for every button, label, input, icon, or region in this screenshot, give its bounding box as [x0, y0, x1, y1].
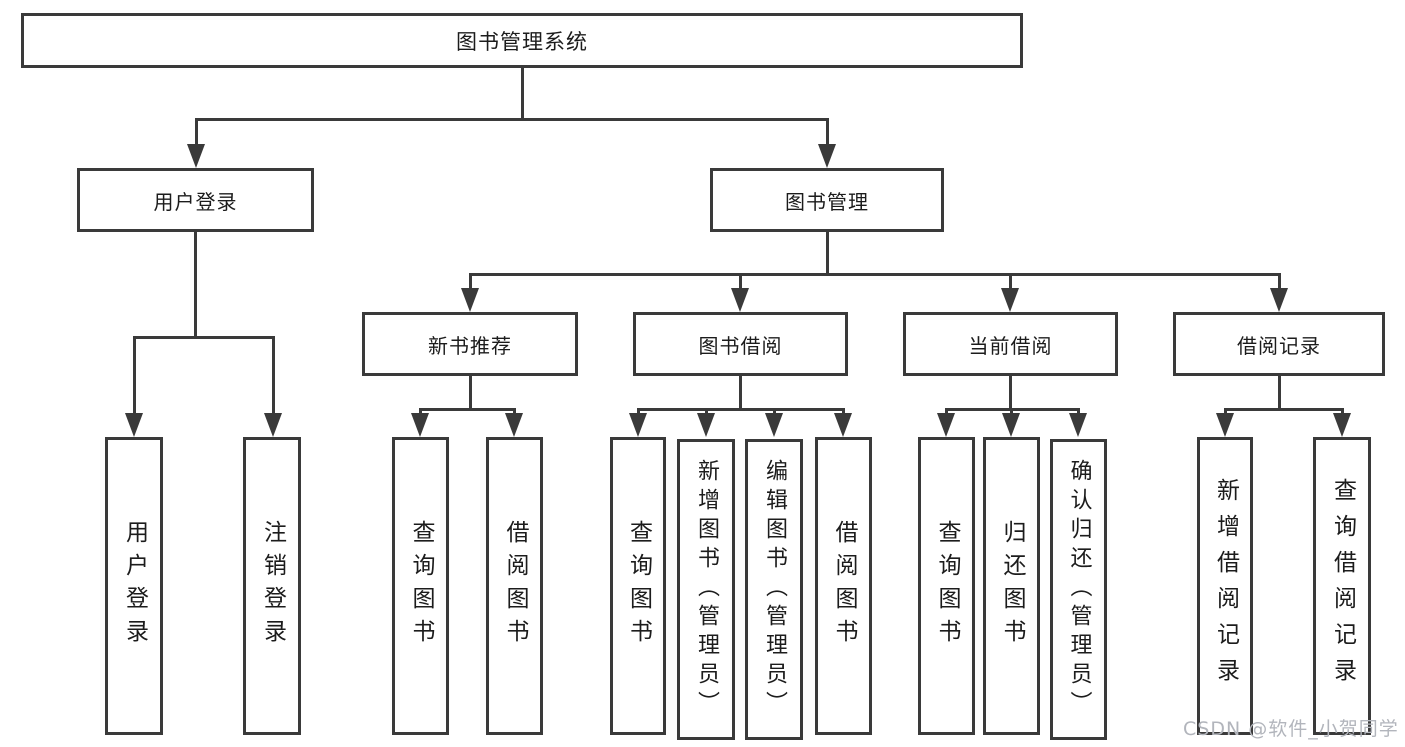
connector-line: [738, 376, 742, 411]
node-library-management-system: 图书管理系统: [21, 13, 1023, 68]
csdn-watermark: CSDN @软件_小贺同学: [1183, 718, 1399, 740]
connector-line: [1277, 273, 1281, 291]
leaf-borrow-books: 借阅图书: [486, 437, 543, 735]
leaf-label: 注销登录: [259, 520, 286, 652]
arrow-down-icon: [834, 413, 852, 437]
connector-line: [418, 408, 422, 417]
node-current-borrowing: 当前借阅: [903, 312, 1118, 376]
node-label: 图书借阅: [698, 333, 783, 358]
node-book-borrowing: 图书借阅: [633, 312, 848, 376]
connector-line: [468, 376, 472, 411]
leaf-label: 用户登录: [121, 520, 148, 652]
leaf-search-borrow-record: 查询借阅记录: [1313, 437, 1371, 735]
connector-line: [418, 408, 516, 411]
connector-line: [512, 408, 516, 417]
node-label: 图书管理: [785, 189, 869, 214]
arrow-down-icon: [125, 413, 143, 437]
leaf-label: 确认归还（管理员）: [1066, 459, 1092, 720]
connector-line: [944, 408, 948, 417]
leaf-search-books: 查询图书: [392, 437, 449, 735]
connector-line: [738, 273, 742, 291]
leaf-logout: 注销登录: [243, 437, 301, 735]
arrow-down-icon: [1270, 288, 1288, 312]
connector-line: [1223, 408, 1227, 417]
arrow-down-icon: [697, 413, 715, 437]
connector-line: [1009, 408, 1013, 417]
leaf-label: 新增图书（管理员）: [694, 459, 719, 720]
node-book-management: 图书管理: [710, 168, 944, 232]
node-new-book-recommendation: 新书推荐: [362, 312, 578, 376]
connector-line: [1277, 376, 1281, 411]
node-label: 图书管理系统: [456, 29, 588, 54]
arrow-down-icon: [187, 144, 205, 168]
connector-line: [468, 273, 1281, 276]
node-label: 用户登录: [153, 189, 238, 214]
arrow-down-icon: [1069, 413, 1087, 437]
arrow-down-icon: [1001, 288, 1019, 312]
arrow-down-icon: [1002, 413, 1020, 437]
leaf-user-login: 用户登录: [105, 437, 163, 735]
arrow-down-icon: [818, 144, 836, 168]
leaf-edit-book-admin: 编辑图书（管理员）: [745, 439, 803, 740]
connector-line: [772, 408, 776, 417]
leaf-label: 查询图书: [934, 520, 960, 652]
leaf-label: 归还图书: [999, 520, 1025, 652]
connector-line: [1076, 408, 1080, 417]
connector-line: [468, 273, 472, 291]
leaf-label: 新增借阅记录: [1212, 478, 1239, 694]
connector-line: [520, 68, 524, 118]
leaf-confirm-return-admin: 确认归还（管理员）: [1050, 439, 1107, 740]
arrow-down-icon: [264, 413, 282, 437]
arrow-down-icon: [731, 288, 749, 312]
arrow-down-icon: [461, 288, 479, 312]
leaf-search-books: 查询图书: [918, 437, 975, 735]
arrow-down-icon: [629, 413, 647, 437]
node-label: 新书推荐: [428, 333, 512, 358]
arrow-down-icon: [411, 413, 429, 437]
connector-line: [825, 118, 829, 148]
leaf-return-books: 归还图书: [983, 437, 1040, 735]
node-borrowing-records: 借阅记录: [1173, 312, 1385, 376]
arrow-down-icon: [1216, 413, 1234, 437]
connector-line: [636, 408, 640, 417]
arrow-down-icon: [1333, 413, 1351, 437]
connector-line: [132, 336, 275, 339]
arrow-down-icon: [937, 413, 955, 437]
connector-line: [194, 232, 197, 336]
connector-line: [1340, 408, 1344, 417]
connector-line: [1008, 376, 1012, 411]
leaf-label: 借阅图书: [831, 520, 857, 652]
node-user-login: 用户登录: [77, 168, 314, 232]
leaf-label: 查询借阅记录: [1329, 478, 1356, 694]
leaf-label: 查询图书: [625, 520, 652, 652]
node-label: 借阅记录: [1237, 333, 1321, 358]
leaf-add-borrow-record: 新增借阅记录: [1197, 437, 1253, 735]
leaf-label: 借阅图书: [502, 520, 528, 652]
leaf-label: 编辑图书（管理员）: [762, 459, 787, 720]
connector-line: [132, 336, 136, 416]
connector-line: [271, 336, 275, 416]
leaf-add-book-admin: 新增图书（管理员）: [677, 439, 735, 740]
connector-line: [636, 408, 845, 411]
connector-line: [841, 408, 845, 417]
arrow-down-icon: [505, 413, 523, 437]
node-label: 当前借阅: [968, 333, 1053, 358]
leaf-label: 查询图书: [408, 520, 434, 652]
leaf-borrow-books: 借阅图书: [815, 437, 872, 735]
connector-line: [194, 118, 198, 148]
arrow-down-icon: [765, 413, 783, 437]
connector-line: [194, 118, 829, 121]
leaf-search-books: 查询图书: [610, 437, 666, 735]
connector-line: [704, 408, 708, 417]
connector-line: [1008, 273, 1012, 291]
connector-line: [825, 232, 829, 276]
connector-line: [1223, 408, 1344, 411]
